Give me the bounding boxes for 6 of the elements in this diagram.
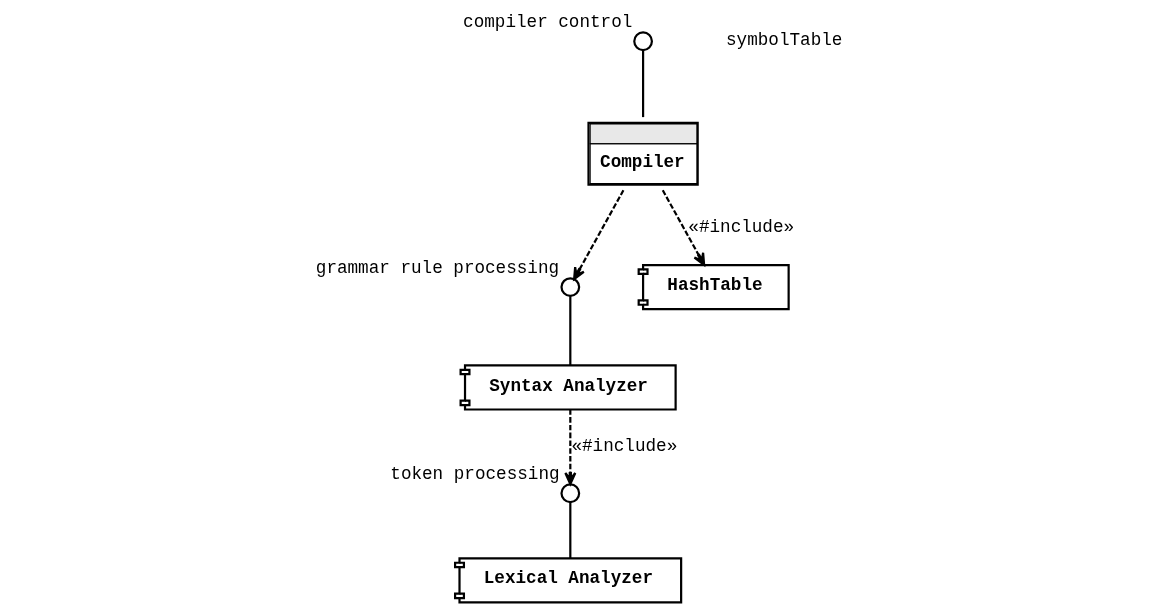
edge-label: «#include»	[687, 216, 794, 237]
node-label: compiler control	[462, 11, 632, 32]
edge-label: «#include»	[570, 436, 677, 457]
node-label: token processing	[389, 463, 560, 484]
label: symbolTable	[725, 30, 842, 51]
node-label: grammar rule processing	[315, 257, 559, 278]
